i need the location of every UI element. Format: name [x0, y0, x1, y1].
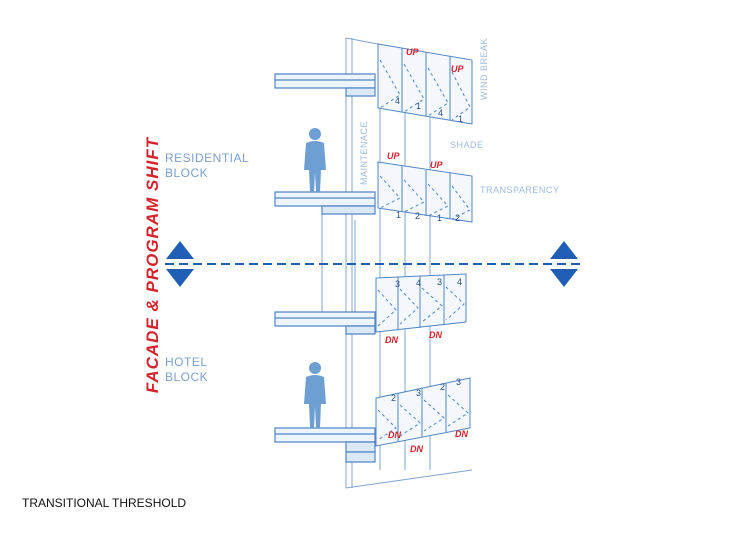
panel-number: 4 — [438, 108, 443, 118]
direction-tags: UP UP UP UP DN DN DN DN DN — [385, 47, 468, 454]
direction-tag: DN — [429, 330, 442, 340]
panel-number: 4 — [395, 96, 400, 106]
direction-tag: DN — [388, 430, 401, 440]
direction-tag: DN — [385, 335, 398, 345]
panel-number: 1 — [437, 213, 442, 223]
direction-tag: UP — [451, 64, 464, 74]
direction-tag: DN — [410, 444, 423, 454]
panel-number: 4 — [457, 277, 462, 287]
residential-block-label: RESIDENTIAL BLOCK — [165, 151, 249, 181]
residential-label-line-1: RESIDENTIAL — [165, 151, 250, 165]
caption: TRANSITIONAL THRESHOLD — [22, 496, 187, 510]
wind-break-label: WIND BREAK — [479, 38, 489, 100]
panel-numbers: 4 1 4 1 1 2 1 2 3 4 3 4 2 3 2 3 — [391, 96, 463, 403]
panel-row-4 — [375, 377, 471, 447]
person-figure-lower — [304, 362, 326, 428]
direction-tag: DN — [455, 429, 468, 439]
direction-tag: UP — [406, 47, 419, 57]
maintenance-label: MAINTENACE — [359, 121, 369, 185]
panel-row-1 — [377, 43, 473, 125]
panel-number: 2 — [440, 382, 445, 392]
hotel-label-line-1: HOTEL — [165, 355, 208, 369]
panel-number: 3 — [416, 388, 421, 398]
panel-number: 3 — [456, 377, 461, 387]
panel-number: 2 — [415, 211, 420, 221]
panel-row-3 — [375, 273, 467, 333]
shade-label: SHADE — [450, 140, 484, 150]
right-up-down-arrow-icon — [550, 241, 578, 287]
annotations: WIND BREAK MAINTENACE SHADE TRANSPARENCY — [359, 38, 559, 195]
transparency-label: TRANSPARENCY — [480, 185, 559, 195]
person-figure-upper — [304, 128, 326, 192]
direction-tag: UP — [430, 160, 443, 170]
panel-row-2 — [377, 161, 473, 223]
panel-number: 1 — [396, 210, 401, 220]
panel-number: 4 — [416, 278, 421, 288]
left-up-down-arrow-icon — [166, 241, 194, 287]
floor-slab-3 — [274, 311, 376, 335]
residential-label-line-2: BLOCK — [165, 166, 209, 180]
floor-slab-2 — [274, 191, 376, 215]
panel-number: 2 — [391, 393, 396, 403]
floor-slab-4 — [274, 427, 376, 453]
panel-number: 2 — [455, 213, 460, 223]
panel-number: 3 — [395, 279, 400, 289]
direction-tag: UP — [387, 151, 400, 161]
floor-slabs — [274, 73, 376, 463]
panel-number: 1 — [416, 101, 421, 111]
panel-number: 3 — [437, 277, 442, 287]
panel-number: 1 — [458, 114, 463, 124]
hotel-label-line-2: BLOCK — [165, 370, 209, 384]
floor-slab-1 — [274, 73, 376, 97]
facade-panels — [375, 43, 473, 447]
hotel-block-label: HOTEL BLOCK — [165, 355, 208, 385]
facade-program-shift-title: FACADE & PROGRAM SHIFT — [143, 136, 162, 394]
